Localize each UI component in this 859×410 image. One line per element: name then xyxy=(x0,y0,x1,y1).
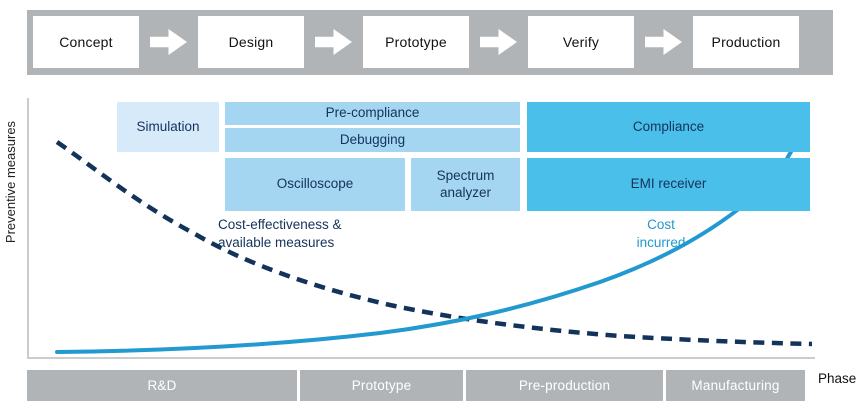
bottom-phase-prototype: Prototype xyxy=(300,370,463,401)
bottom-phase-rnd: R&D xyxy=(27,370,297,401)
measure-box-oscilloscope: Oscilloscope xyxy=(225,158,405,211)
phase-box-verify: Verify xyxy=(528,16,634,68)
measure-box-simulation: Simulation xyxy=(117,102,219,152)
phase-box-prototype: Prototype xyxy=(363,16,469,68)
cost-effectiveness-label-line2: available measures xyxy=(218,235,335,250)
cost-incurred-label: Cost incurred xyxy=(606,216,716,252)
measure-box-emi-receiver: EMI receiver xyxy=(527,158,810,211)
measure-box-pre-compliance: Pre-compliance xyxy=(225,102,520,125)
y-axis-label: Preventive measures xyxy=(3,120,18,244)
measure-box-debugging: Debugging xyxy=(225,128,520,152)
cost-effectiveness-label-line1: Cost-effectiveness & xyxy=(218,217,342,232)
cost-incurred-label-line2: incurred xyxy=(636,235,686,250)
measure-box-spectrum-analyzer: Spectrum analyzer xyxy=(411,158,520,211)
x-axis-line xyxy=(27,357,815,359)
y-axis-line xyxy=(27,98,29,359)
top-phase-bar: Concept Design Prototype Verify Producti… xyxy=(27,10,833,75)
bottom-phase-manufacturing: Manufacturing xyxy=(666,370,805,401)
phase-box-production: Production xyxy=(693,16,799,68)
phase-box-design: Design xyxy=(198,16,304,68)
phase-box-concept: Concept xyxy=(33,16,139,68)
bottom-phase-pre-production: Pre-production xyxy=(466,370,663,401)
cost-effectiveness-label: Cost-effectiveness & available measures xyxy=(218,216,398,252)
cost-incurred-label-line1: Cost xyxy=(647,217,675,232)
x-axis-label: Phase xyxy=(818,371,857,386)
cost-effectiveness-curve xyxy=(55,140,813,347)
measure-box-compliance: Compliance xyxy=(527,102,810,152)
